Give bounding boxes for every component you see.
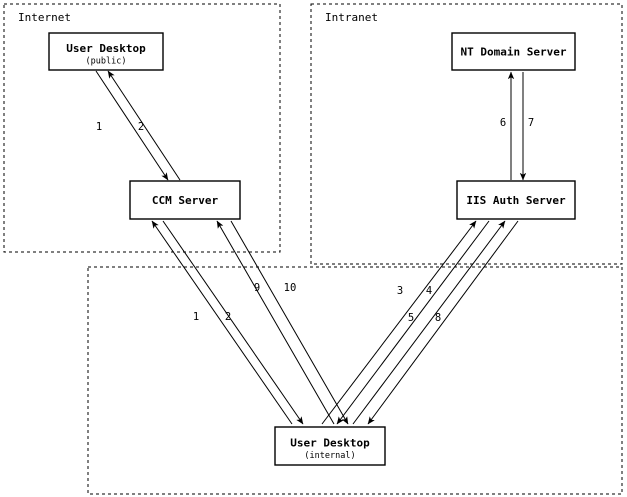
node-box-iis-auth-server bbox=[456, 180, 576, 220]
zones-layer: Internet Intranet bbox=[3, 3, 623, 495]
flow-arrow-flow-2-internal bbox=[162, 220, 304, 425]
flow-arrow-flow-1-public bbox=[95, 70, 169, 181]
zone-boundary-intranet bbox=[310, 3, 623, 265]
flow-step-label-flow-7-domain: 7 bbox=[528, 117, 534, 129]
flow-arrow-flow-2-public bbox=[107, 70, 181, 181]
flow-arrow-flow-10-internal bbox=[230, 220, 349, 425]
flow-step-label-flow-2-public: 2 bbox=[138, 121, 144, 133]
flow-step-label-flow-8-auth: 8 bbox=[435, 312, 441, 324]
flow-step-label-flow-4-auth: 4 bbox=[426, 285, 432, 297]
node-subtitle-user-desktop-public: (public) bbox=[86, 57, 127, 67]
node-box-ccm-server bbox=[129, 180, 241, 220]
nodes-layer: User Desktop (public) NT Domain ServerCCM … bbox=[48, 32, 576, 466]
node-subtitle-user-desktop-internal: (internal) bbox=[304, 451, 355, 461]
flow-step-label-flow-2-internal: 2 bbox=[225, 311, 231, 323]
flow-step-label-flow-6-domain: 6 bbox=[500, 117, 506, 129]
flow-step-label-flow-10-internal: 10 bbox=[284, 282, 297, 294]
zone-label-internet: Internet bbox=[18, 11, 71, 24]
zone-label-intranet: Intranet bbox=[325, 11, 378, 24]
flows-layer bbox=[95, 70, 527, 425]
flow-step-label-flow-3-auth: 3 bbox=[397, 285, 403, 297]
flow-step-label-flow-5-auth: 5 bbox=[408, 312, 414, 324]
node-iis-auth-server[interactable]: IIS Auth Server bbox=[456, 180, 576, 220]
node-title-user-desktop-public: User Desktop bbox=[66, 42, 146, 55]
node-box-user-desktop-public bbox=[48, 32, 164, 71]
flow-arrow-flow-5-auth bbox=[352, 220, 506, 425]
flow-arrow-flow-8-auth bbox=[367, 220, 519, 425]
node-ccm-server[interactable]: CCM Server bbox=[129, 180, 241, 220]
flow-arrow-flow-4-auth bbox=[336, 220, 490, 425]
node-box-user-desktop-internal bbox=[274, 426, 386, 466]
node-box-nt-domain-server bbox=[451, 32, 576, 71]
node-title-user-desktop-internal: User Desktop bbox=[290, 437, 370, 450]
node-nt-domain-server[interactable]: NT Domain Server bbox=[451, 32, 576, 71]
flow-arrow-flow-3-auth bbox=[321, 220, 477, 425]
flow-labels-layer: 1 2 6 7 1 2 9 10 3 4 5 8 bbox=[96, 117, 534, 324]
flow-step-label-flow-9-internal: 9 bbox=[254, 282, 260, 294]
flow-step-label-flow-1-internal: 1 bbox=[193, 311, 199, 323]
zone-boundary-internet bbox=[3, 3, 281, 253]
node-user-desktop-public[interactable]: User Desktop (public) bbox=[48, 32, 164, 71]
flow-arrow-flow-1-internal bbox=[151, 220, 293, 425]
node-user-desktop-internal[interactable]: User Desktop(internal) bbox=[274, 426, 386, 466]
node-title-ccm-server: CCM Server bbox=[152, 194, 219, 207]
zone-boundary-internal bbox=[87, 266, 623, 495]
flow-step-label-flow-1-public: 1 bbox=[96, 121, 102, 133]
node-title-iis-auth-server: IIS Auth Server bbox=[466, 194, 566, 207]
node-title-nt-domain-server: NT Domain Server bbox=[461, 46, 567, 59]
flow-arrow-flow-9-internal bbox=[216, 220, 335, 425]
